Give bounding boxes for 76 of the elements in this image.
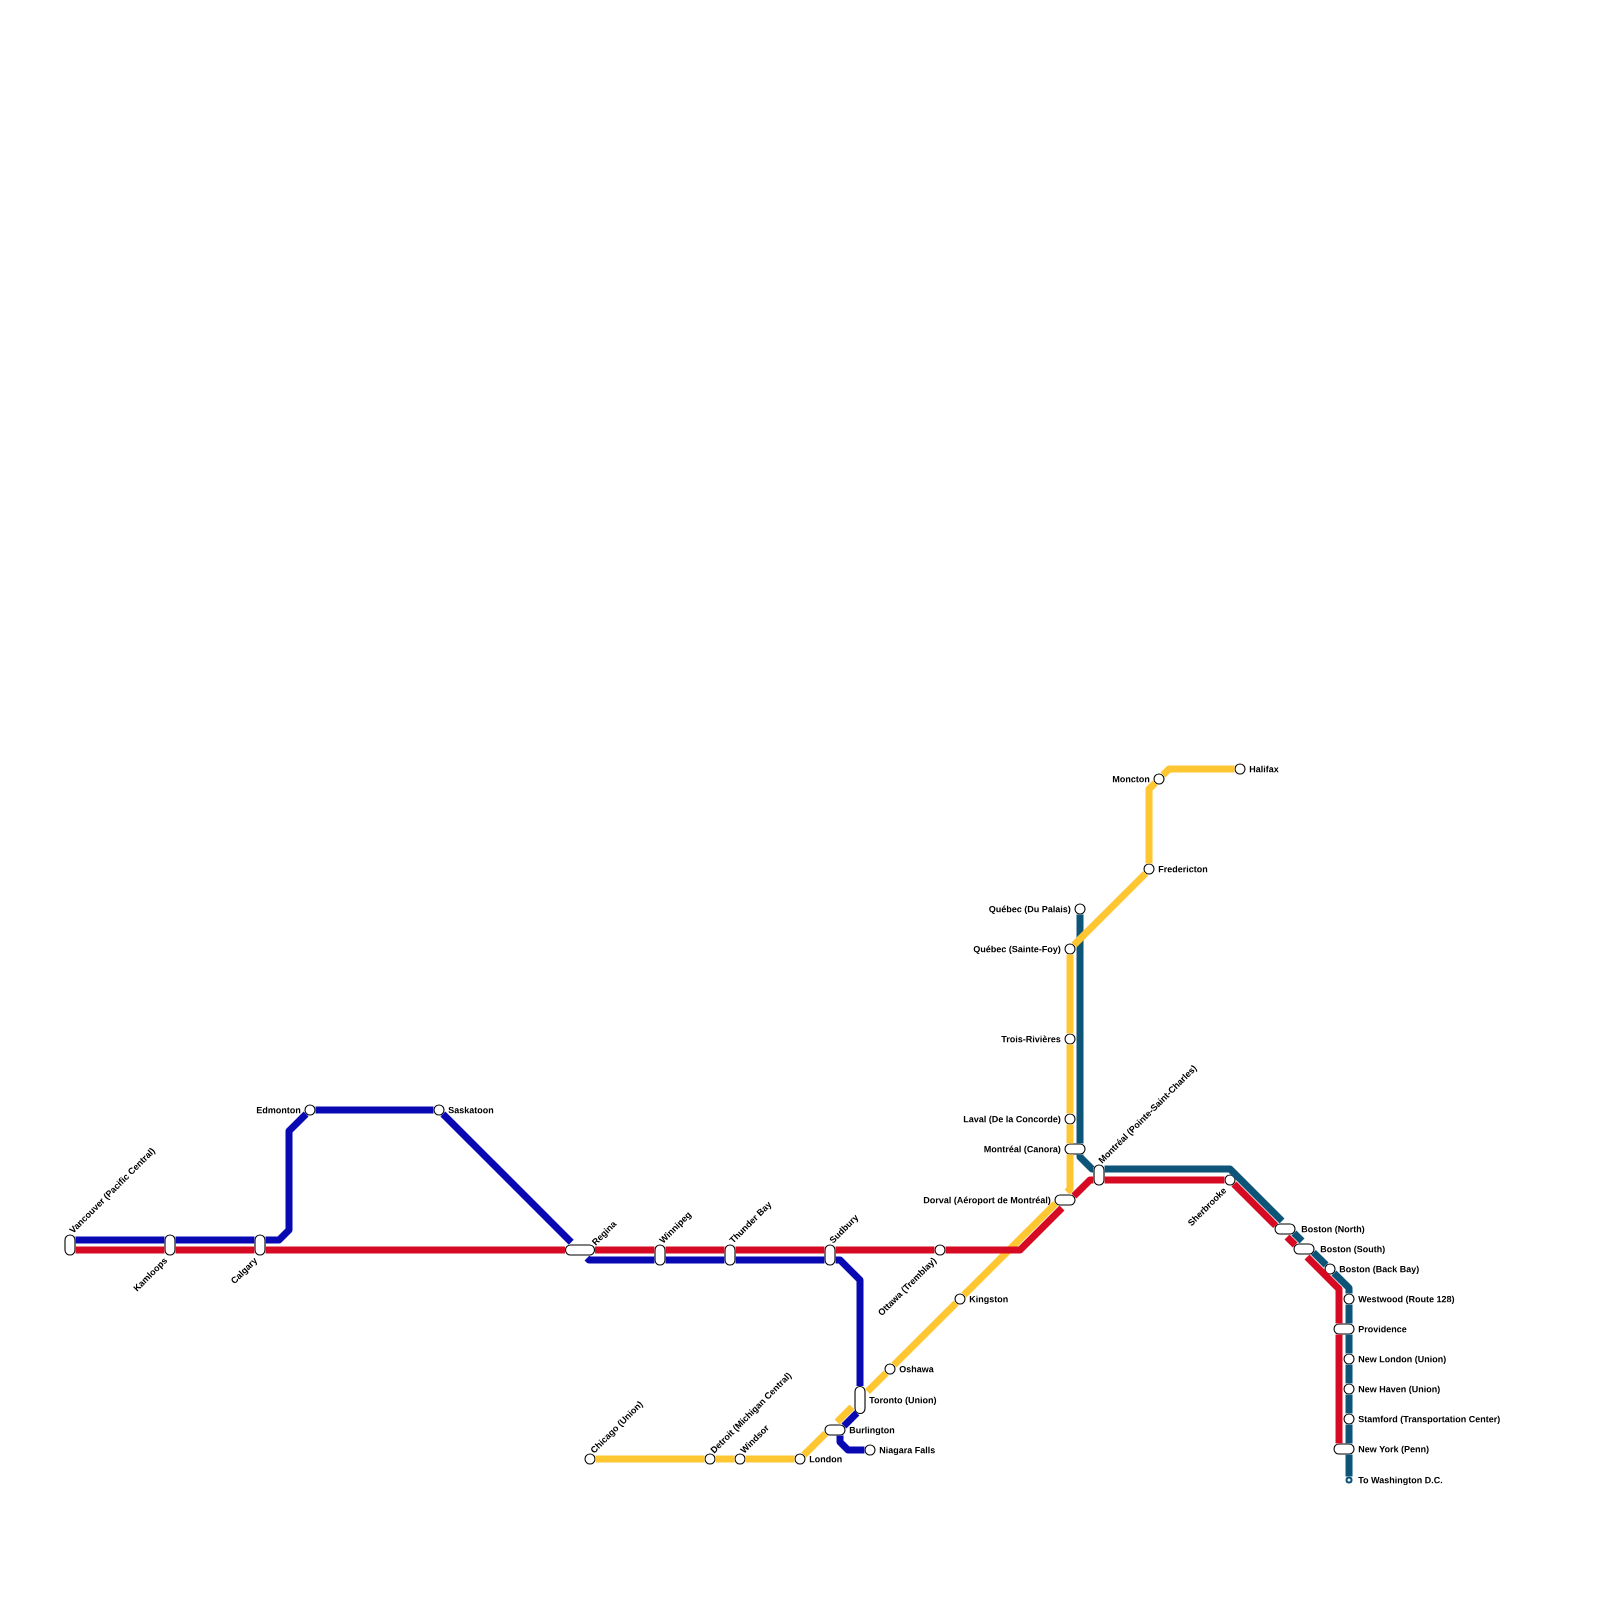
rail-line: [1071, 870, 1149, 948]
station-label: Halifax: [1249, 765, 1279, 773]
rail-line: [1071, 1176, 1094, 1199]
rail-line: [1066, 1124, 1074, 1144]
rail-line: [315, 1106, 434, 1114]
station-label: New Haven (Union): [1358, 1385, 1440, 1395]
station-label: Moncton: [1112, 776, 1150, 783]
rail-line: [735, 1246, 825, 1254]
rail-line: [1104, 1165, 1285, 1224]
station-label: Laval (De la Concorde): [963, 1115, 1061, 1125]
station-label: London: [809, 1455, 842, 1463]
rail-line: [1076, 914, 1084, 1144]
station-label: Niagara Falls: [879, 1446, 935, 1456]
rail-line: [1304, 1254, 1343, 1324]
station-label: Boston (Back Bay): [1339, 1265, 1419, 1275]
rail-line: [1345, 1304, 1353, 1324]
rail-line: [961, 1200, 1059, 1298]
rail-line: [841, 1410, 860, 1429]
station-label: Stamford (Transportation Center): [1358, 1415, 1500, 1425]
rail-line: [801, 1430, 829, 1458]
rail-line: [834, 1404, 855, 1425]
station-label: Kingston: [969, 1295, 1008, 1305]
rail-line: [836, 1435, 865, 1454]
rail-line: [1345, 1454, 1353, 1477]
rail-line: [1345, 1334, 1353, 1354]
station-label: Toronto (Union): [869, 1396, 937, 1406]
station-label: Providence: [1358, 1325, 1407, 1333]
rail-line: [1104, 1176, 1225, 1184]
rail-line: [75, 1236, 165, 1244]
rail-line: [584, 1255, 655, 1264]
station-label: New London (Union): [1358, 1355, 1446, 1365]
rail-line: [665, 1256, 725, 1264]
rail-line: [891, 1300, 959, 1368]
rail-line: [865, 1370, 889, 1394]
rail-line: [1064, 1154, 1074, 1195]
station-label: Trois-Rivières: [1001, 1035, 1061, 1043]
rail-line: [440, 1111, 574, 1245]
station-label: Québec (Sainte-Foy): [973, 945, 1061, 955]
station-label: Boston (North): [1301, 1225, 1365, 1235]
rail-line: [1291, 1230, 1305, 1244]
rail-line: [175, 1236, 255, 1244]
station-label: Montréal (Canora): [984, 1145, 1061, 1155]
rail-line: [1345, 1394, 1353, 1414]
rail-line: [75, 1246, 165, 1254]
rail-line: [715, 1455, 735, 1463]
station-label: Oshawa: [899, 1365, 934, 1373]
station-label: Fredericton: [1158, 865, 1208, 873]
station-label: To Washington D.C.: [1358, 1476, 1443, 1486]
station-label: Burlington: [849, 1426, 895, 1436]
rail-line: [665, 1246, 725, 1254]
rail-line: [1066, 1044, 1074, 1114]
rail-line: [1066, 954, 1074, 1034]
rail-line: [1345, 1364, 1353, 1384]
station-label: Saskatoon: [448, 1106, 494, 1114]
station-label: Edmonton: [256, 1106, 301, 1114]
rail-line: [1284, 1234, 1298, 1248]
station-label: Westwood (Route 128): [1358, 1295, 1455, 1305]
rail-line: [1345, 1424, 1353, 1444]
station-label: New York (Penn): [1358, 1445, 1429, 1455]
rail-line: [265, 1111, 309, 1244]
rail-line: [735, 1256, 825, 1264]
rail-line: [1160, 765, 1235, 778]
rail-line: [1335, 1334, 1343, 1444]
rail-line: [745, 1455, 795, 1463]
rail-line: [1076, 1153, 1096, 1173]
rail-line: [835, 1246, 935, 1254]
rail-line: [1231, 1181, 1279, 1229]
rail-line: [945, 1205, 1065, 1254]
station-label: Québec (Du Palais): [989, 905, 1071, 915]
rail-line: [1331, 1270, 1353, 1294]
rail-line: [1310, 1249, 1329, 1268]
station-label: Dorval (Aéroport de Montréal): [923, 1196, 1051, 1206]
station-label: Boston (South): [1320, 1245, 1385, 1255]
rail-line: [595, 1455, 705, 1463]
rail-line: [1145, 780, 1158, 864]
rail-line: [175, 1246, 255, 1254]
